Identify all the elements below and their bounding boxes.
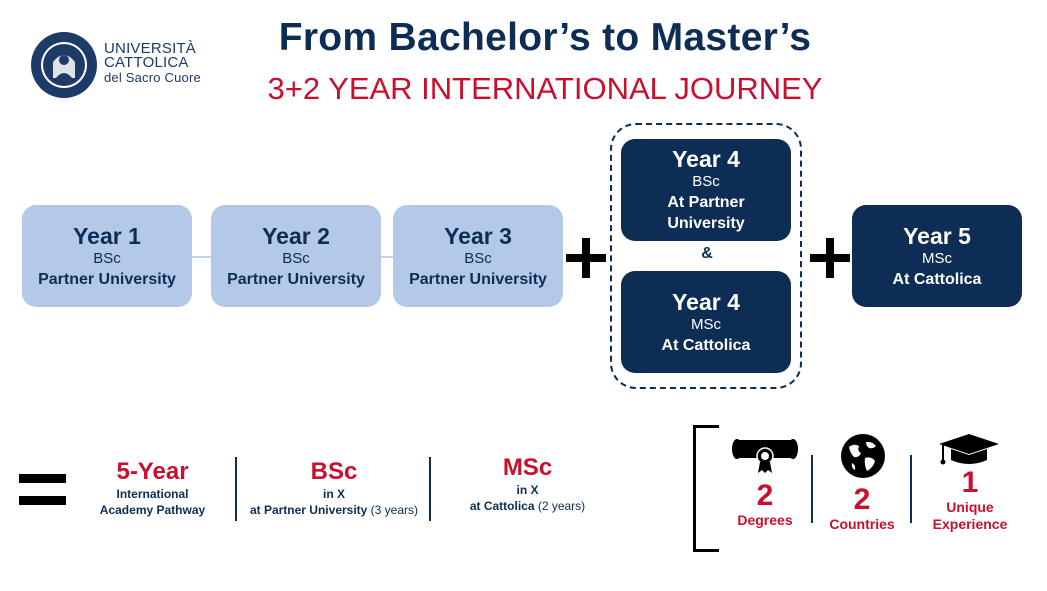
bsc-summary: BSc in X at Partner University (3 years) <box>238 458 430 518</box>
summary-line1: in X <box>516 483 539 497</box>
year-location: Partner University <box>38 270 176 288</box>
stat-degrees: 2 Degrees <box>725 480 805 529</box>
summary-line2-bold: at Cattolica <box>469 499 535 513</box>
year-location-line1: At Partner <box>667 194 745 211</box>
year-1-box: Year 1 BSc Partner University <box>22 205 192 307</box>
year-degree: BSc <box>692 173 720 190</box>
summary-heading: 5-Year <box>116 458 189 485</box>
year-4-options-group <box>610 123 802 389</box>
year-title: Year 2 <box>262 222 330 249</box>
plus-sign <box>810 238 850 278</box>
year-location: Partner University <box>227 270 365 288</box>
summary-heading: MSc <box>502 454 553 481</box>
msc-summary: MSc in X at Cattolica (2 years) <box>445 454 610 514</box>
year-4-msc-box: Year 4 MSc At Cattolica <box>621 271 791 373</box>
stat-label-line1: Unique <box>946 499 994 515</box>
university-name-line2: CATTOLICA <box>104 54 189 71</box>
summary-line2: at Partner University (3 years) <box>238 502 430 518</box>
year-degree: MSc <box>922 249 952 267</box>
year-4-bsc-box: Year 4 BSc At Partner University <box>621 139 791 241</box>
plus-sign <box>566 238 606 278</box>
stat-number: 2 <box>756 479 774 512</box>
graduation-cap-icon <box>939 434 999 465</box>
stats-bracket <box>693 425 719 552</box>
year-title: Year 1 <box>73 222 141 249</box>
year-5-box: Year 5 MSc At Cattolica <box>852 205 1022 307</box>
university-name-line3: del Sacro Cuore <box>104 70 201 85</box>
stat-countries: 2 Countries <box>822 484 902 533</box>
summary-line2-rest: (2 years) <box>534 499 586 513</box>
year-2-box: Year 2 BSc Partner University <box>211 205 381 307</box>
ampersand: & <box>701 245 713 262</box>
stat-experience: 1 Unique Experience <box>920 467 1020 533</box>
stat-number: 1 <box>961 466 979 499</box>
year-degree: BSc <box>93 249 121 267</box>
pathway-summary: 5-Year International Academy Pathway <box>80 458 225 518</box>
stat-label: Countries <box>829 516 895 532</box>
summary-line2: Academy Pathway <box>99 503 206 517</box>
divider <box>235 457 237 521</box>
year-location-line2: University <box>667 215 745 232</box>
summary-line2: at Cattolica (2 years) <box>445 498 610 514</box>
year-3-box: Year 3 BSc Partner University <box>393 205 563 307</box>
year-location: At Cattolica <box>892 270 982 288</box>
stat-number: 2 <box>853 483 871 516</box>
year-location: At Cattolica <box>661 336 751 354</box>
year-degree: MSc <box>691 315 721 333</box>
divider <box>429 457 431 521</box>
university-seal-logo <box>31 32 97 98</box>
summary-line1: in X <box>322 487 345 501</box>
page-subtitle: 3+2 YEAR INTERNATIONAL JOURNEY <box>267 71 823 106</box>
summary-line1: International <box>116 487 189 501</box>
stat-label-line2: Experience <box>932 516 1008 532</box>
summary-line2-rest: (3 years) <box>367 503 419 517</box>
globe-icon <box>841 434 885 478</box>
stat-label: Degrees <box>737 512 793 528</box>
year-location: Partner University <box>409 270 547 288</box>
university-name: UNIVERSITÀ CATTOLICA del Sacro Cuore <box>104 40 204 85</box>
year-degree: BSc <box>282 249 310 267</box>
summary-line2-bold: at Partner University <box>249 503 368 517</box>
university-name-line1: UNIVERSITÀ <box>104 40 197 57</box>
equals-sign-top <box>19 474 66 483</box>
year-title: Year 5 <box>903 222 971 249</box>
year-title: Year 4 <box>672 146 740 172</box>
summary-heading: BSc <box>310 458 358 485</box>
divider <box>811 455 813 523</box>
year-title: Year 3 <box>444 222 512 249</box>
equals-sign-bottom <box>19 496 66 505</box>
page-title: From Bachelor’s to Master’s <box>278 16 812 59</box>
year-degree: BSc <box>464 249 492 267</box>
year-title: Year 4 <box>672 288 740 315</box>
divider <box>910 455 912 523</box>
diploma-icon <box>732 439 798 473</box>
